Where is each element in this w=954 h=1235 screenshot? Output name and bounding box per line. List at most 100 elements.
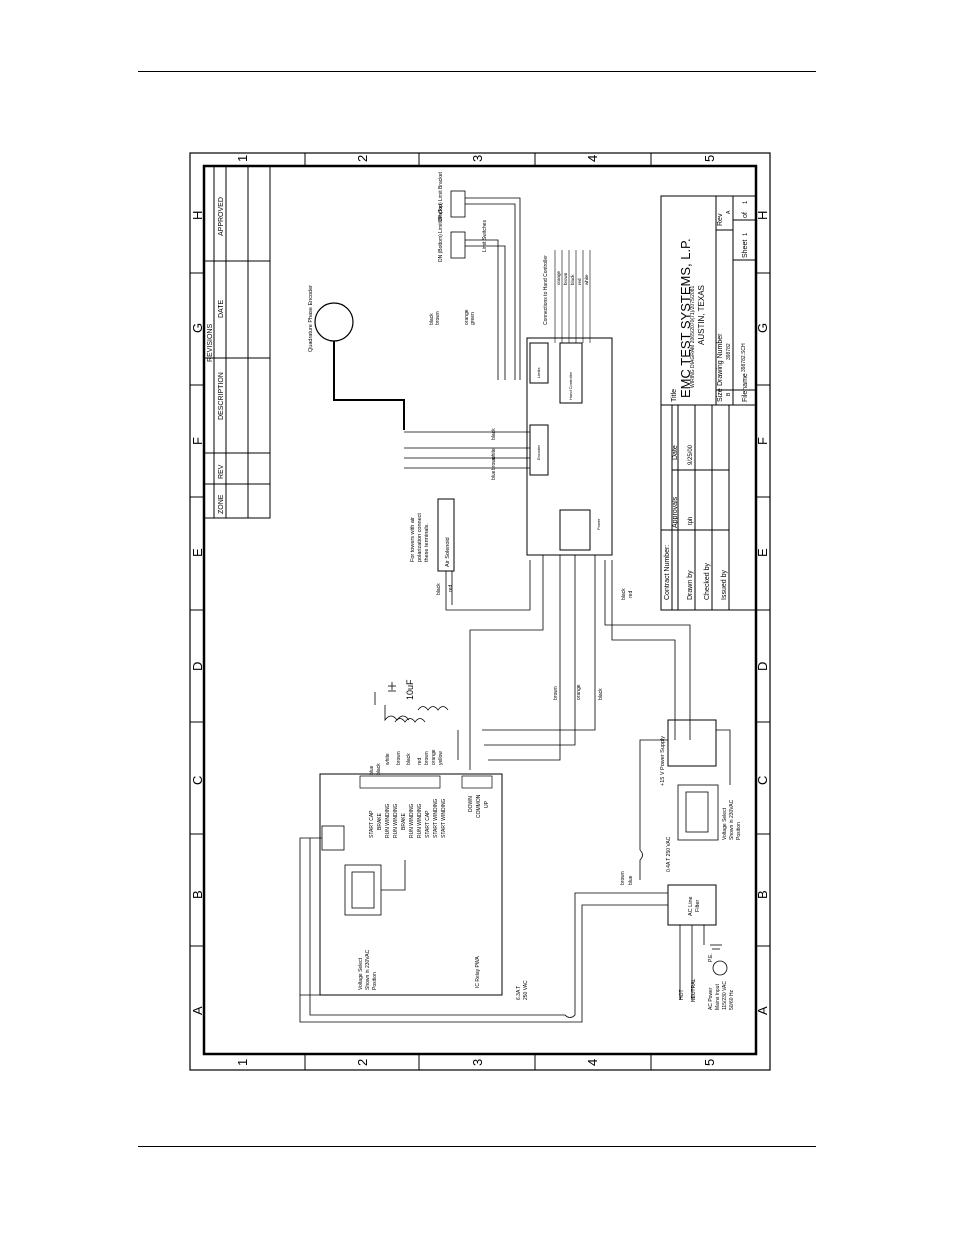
relay-pwa: START CAP BRAKE RUN WINDING RUN WINDING … [299, 773, 503, 996]
relay-voltage-select-2: Shown in 230VAC [365, 949, 371, 990]
ac-power-1: AC Power [708, 987, 714, 1010]
motor-wire-brown: brown [396, 751, 402, 765]
terminal-start-cap: START CAP [369, 810, 375, 838]
line-filter-2: Filter [695, 900, 701, 912]
rev-header-date: DATE [218, 300, 225, 318]
relay-pwa-label: IC Relay PWA [475, 956, 481, 988]
zone-right-c: C [755, 776, 770, 785]
relay-wire-orange: orange [576, 684, 582, 700]
issued-label: Issued by [721, 570, 728, 600]
limit-wire-black: black [429, 313, 435, 325]
solenoid-wire-red: red [448, 585, 454, 592]
rev-label: Rev [717, 213, 724, 226]
sheet-label: Sheet [742, 240, 749, 258]
limit-wire-brown: brown [435, 311, 441, 325]
zone-left-h: H [190, 211, 205, 220]
drawn-label: Drawn by [687, 570, 694, 600]
terminal-run-winding-3: RUN WINDING [409, 803, 415, 838]
encoder-wire-brown: brown [491, 456, 497, 470]
power-supply: +15 V Power Supply Voltage Select Shown … [660, 719, 742, 841]
quadrature-encoder: Quadrature Phase Encoder [308, 285, 405, 430]
terminal-run-winding-2: RUN WINDING [393, 803, 399, 838]
checked-label: Checked by [704, 563, 711, 600]
of-value: 1 [743, 200, 749, 204]
encoder-wire-black: black [491, 428, 497, 440]
terminal-run-winding-1: RUN WINDING [385, 803, 391, 838]
hand-controller: Connections to Hand Controller orange br… [543, 250, 591, 343]
motor-wire-white: white [385, 753, 391, 765]
zone-top-5: 5 [702, 155, 717, 162]
relay-wire-black: black [598, 688, 604, 700]
terminal-start-winding-1: START WINDING [433, 798, 439, 838]
limit-switches [450, 190, 521, 380]
up-switch-label: UP (Top) Limit Bracket [438, 171, 444, 222]
drawn-value: tph [688, 517, 694, 525]
zone-bottom-4: 4 [585, 1059, 600, 1066]
outer-frame [189, 152, 771, 1071]
company-city: AUSTIN, TEXAS [697, 285, 706, 345]
zone-top-1: 1 [235, 155, 250, 162]
pe-label: P.E. [708, 953, 714, 962]
zone-right-b: B [755, 890, 770, 899]
motor-wire-brown-2: brown [424, 751, 430, 765]
zone-bottom-1: 1 [235, 1059, 250, 1066]
hand-wire-orange: orange [556, 270, 561, 285]
controller-board-text: Limits Encoder Hand Controller Power [536, 368, 601, 530]
drawing-number-value: 398782 [726, 343, 732, 360]
solenoid-wire-black: black [436, 583, 442, 595]
zone-right-g: G [755, 323, 770, 333]
terminal-common: COMMON [476, 794, 482, 818]
title-value: WIRING DIAGRAM 2065/2070(71)/2075/2081 [690, 286, 696, 388]
zone-right-f: F [755, 437, 770, 445]
zone-letter-labels: A B C D E F G H A B C D E F G H [190, 211, 770, 1015]
power-conn-label: Power [596, 518, 601, 530]
rev-header-zone: ZONE [218, 494, 225, 514]
hand-wire-brown: brown [563, 272, 568, 285]
filter-wire-blue: blue [628, 875, 634, 885]
zone-left-f: F [190, 437, 205, 445]
zone-top-4: 4 [585, 155, 600, 162]
air-note-line-1: For towers with air [410, 517, 416, 562]
fuse-1-label-b: 250 VAC [523, 980, 529, 1000]
fuse-1-label: 6.3A T [516, 986, 522, 1000]
size-label: Size [717, 388, 724, 402]
zone-top-3: 3 [470, 155, 485, 162]
relay-wires [469, 555, 691, 770]
zone-left-d: D [190, 662, 205, 671]
encoder-label: Quadrature Phase Encoder [308, 285, 314, 352]
motor-wire-black: black [376, 763, 382, 775]
zone-right-h: H [755, 211, 770, 220]
zone-left-c: C [190, 776, 205, 785]
dn-switch-label: DN (Bottom) Limit Bracket [438, 203, 444, 262]
hand-controller-label: Connections to Hand Controller [543, 255, 549, 325]
top-rule [138, 71, 816, 72]
zone-ticks [190, 153, 770, 1070]
ac-power-3: 115/230 VAC [722, 981, 728, 1010]
fuse-2-label: 0.4A T 250 VAC [666, 836, 672, 872]
limit-switch-text: DN (Bottom) Limit Bracket UP (Top) Limit… [429, 171, 488, 325]
drawn-date: 9/25/00 [688, 444, 694, 465]
filename-value: 398782.SCH [741, 343, 747, 372]
encoder-wire-blue: blue [491, 470, 497, 480]
limit-switches-label: Limit Switches [482, 220, 488, 252]
zone-top-2: 2 [355, 155, 370, 162]
zone-right-d: D [755, 662, 770, 671]
revisions-text: REVISIONS ZONE REV DESCRIPTION DATE APPR… [207, 197, 225, 514]
title-block-text: EMC TEST SYSTEMS, L.P. AUSTIN, TEXAS Con… [664, 200, 749, 600]
hand-wire-white: white [584, 274, 589, 285]
zone-right-e: E [755, 548, 770, 557]
zone-number-labels: 1 2 3 4 5 1 2 3 4 5 [235, 155, 717, 1066]
air-solenoid: Air Solenoid For towers with air polariz… [410, 498, 531, 611]
encoder-wire-white: white [491, 448, 497, 460]
zone-left-g: G [190, 323, 205, 333]
ps-voltage-select-1: Voltage Select [722, 807, 728, 840]
ps-voltage-select-3: Position [736, 822, 742, 840]
motor-wire-black-2: black [406, 753, 412, 765]
zone-left-e: E [190, 548, 205, 557]
air-note-line-2: polarization connect [417, 513, 423, 562]
revisions-title: REVISIONS [207, 324, 214, 362]
terminal-up: UP [484, 800, 490, 808]
power-supply-label: +15 V Power Supply [660, 736, 666, 786]
relay-wire-brown: brown [553, 686, 559, 700]
